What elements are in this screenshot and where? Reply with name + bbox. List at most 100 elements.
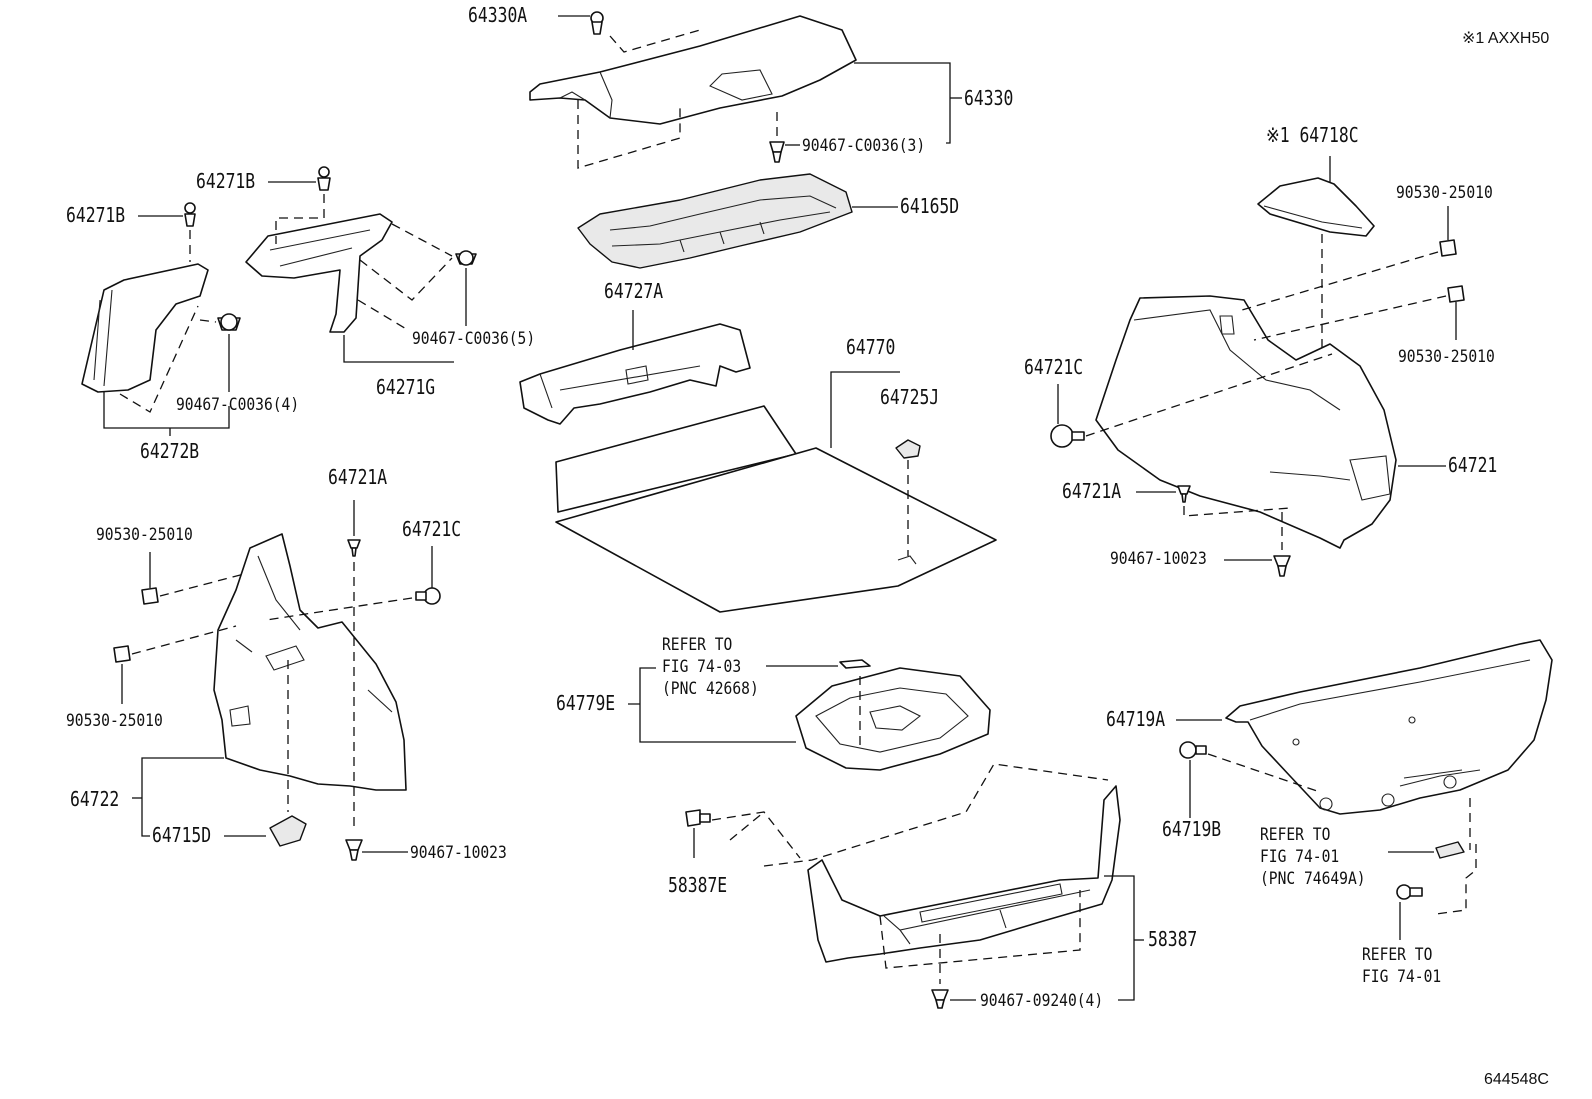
part-refer-fig-74-01-part-a[interactable] [1435, 841, 1465, 859]
part-90467-10023-clip-right[interactable] [1273, 555, 1291, 577]
part-64725j-fastener[interactable] [895, 439, 921, 459]
part-90467-c0036-clip-5[interactable] [455, 250, 477, 266]
mat-hole [897, 555, 917, 565]
label-64719b: 64719B [1162, 819, 1221, 842]
part-90467-09240-clip[interactable] [931, 989, 949, 1009]
label-64271b-upper: 64271B [196, 171, 255, 194]
label-64165d: 64165D [900, 196, 959, 219]
bracket-64272b [103, 392, 230, 429]
part-64721-quarter-trim[interactable] [1095, 295, 1397, 549]
label-64272b: 64272B [140, 441, 199, 464]
part-90530-25010-clip-lower-left[interactable] [113, 645, 131, 663]
bracket-64271g [343, 335, 454, 363]
dash-64272b [119, 305, 217, 413]
part-64330-package-tray-trim[interactable] [529, 15, 857, 125]
part-64719b-clip[interactable] [1179, 741, 1207, 759]
label-refer-74-01a-line2: FIG 74-01 [1260, 846, 1339, 866]
label-64721a-right: 64721A [1062, 481, 1121, 504]
part-64271b-clip-left[interactable] [184, 202, 196, 227]
label-64271g: 64271G [376, 377, 435, 400]
label-64715d: 64715D [152, 825, 211, 848]
part-64722-quarter-trim[interactable] [213, 533, 407, 791]
label-58387e: 58387E [668, 875, 727, 898]
part-58387e-clip[interactable] [685, 809, 711, 827]
part-90467-c0036-clip-4[interactable] [217, 313, 241, 331]
label-refer-74-01b-line2: FIG 74-01 [1362, 966, 1441, 986]
dash-90530-right-b [1253, 295, 1447, 341]
part-refer-fig-74-01-part-b[interactable] [1396, 884, 1423, 900]
part-64715d-pad[interactable] [269, 815, 307, 847]
part-64719a-lid-trim[interactable] [1225, 639, 1553, 815]
label-64721: 64721 [1448, 455, 1497, 478]
part-90467-c0036-clip-top[interactable] [769, 141, 785, 163]
part-64165d-panel[interactable] [577, 173, 853, 269]
part-58387-sill-plate[interactable] [807, 785, 1121, 963]
part-64271g-trim[interactable] [245, 213, 393, 333]
model-note: ※1 AXXH50 [1462, 30, 1549, 47]
part-64721c-clip-left[interactable] [415, 587, 441, 605]
part-64727a-cover[interactable] [519, 323, 751, 425]
label-64725j: 64725J [880, 387, 939, 410]
label-64721c-left: 64721C [402, 519, 461, 542]
label-90467-10023-left: 90467-10023 [410, 842, 507, 862]
part-64272b-side-trim[interactable] [81, 263, 209, 393]
label-64721a-left: 64721A [328, 467, 387, 490]
label-90467-10023-right: 90467-10023 [1110, 548, 1207, 568]
label-64722: 64722 [70, 789, 119, 812]
label-refer-74-03-line2: FIG 74-03 [662, 656, 741, 676]
dash-64271b-upper [275, 194, 325, 244]
label-64770: 64770 [846, 337, 895, 360]
part-64721c-clip-right[interactable] [1050, 424, 1085, 448]
part-64721a-clip-left[interactable] [347, 539, 361, 557]
dash-90530-right-a [1241, 251, 1439, 311]
label-90530-25010-upper-left: 90530-25010 [96, 524, 193, 544]
part-90530-25010-clip-upper-left[interactable] [141, 587, 159, 605]
part-64721a-clip-right[interactable] [1177, 485, 1191, 503]
part-64330a-clip[interactable] [590, 11, 604, 35]
part-64271b-clip-upper[interactable] [317, 166, 331, 191]
dash-64271g-clips [357, 223, 453, 331]
part-90530-25010-clip-right-b[interactable] [1447, 285, 1465, 303]
dash-90530-upper-left [159, 573, 245, 597]
label-refer-74-03-line3: (PNC 42668) [662, 678, 759, 698]
dash-58387-lower [879, 890, 1081, 969]
dash-90530-lower-left [131, 625, 237, 655]
label-refer-74-01a-line3: (PNC 74649A) [1260, 868, 1366, 888]
label-90467-c0036-4: 90467-C0036(4) [176, 394, 299, 414]
dash-64721a-right [1183, 506, 1291, 517]
label-64330: 64330 [964, 88, 1013, 111]
dash-58387e [711, 763, 1109, 867]
label-refer-74-01a-line1: REFER TO [1260, 824, 1330, 844]
bracket-64770 [830, 371, 900, 448]
dash-64721c-right [1085, 353, 1333, 437]
label-90467-c0036-3: 90467-C0036(3) [802, 135, 925, 155]
dash-64719b [1207, 753, 1321, 793]
label-64271b-left: 64271B [66, 205, 125, 228]
label-90530-25010-lower-left: 90530-25010 [66, 710, 163, 730]
bracket-64779e [628, 667, 796, 743]
illustration-number: 644548C [1484, 1071, 1549, 1088]
dash-64330-bottom [577, 100, 681, 169]
bracket-64722 [141, 757, 224, 837]
label-90467-c0036-5: 90467-C0036(5) [412, 328, 535, 348]
label-90530-25010-right-b: 90530-25010 [1398, 346, 1495, 366]
part-64779e-tray[interactable] [795, 667, 991, 771]
dash-64721c-left [265, 597, 413, 621]
part-90530-25010-clip-right-a[interactable] [1439, 239, 1457, 257]
label-64727a: 64727A [604, 281, 663, 304]
label-64330a: 64330A [468, 5, 527, 28]
part-90467-10023-clip-left[interactable] [345, 839, 363, 861]
part-64718c-cover[interactable] [1257, 177, 1375, 237]
part-refer-fig-74-03-piece[interactable] [839, 659, 871, 669]
label-90467-09240-4: 90467-09240(4) [980, 990, 1103, 1010]
label-64721c-right: 64721C [1024, 357, 1083, 380]
part-64770-floor-mat[interactable] [555, 405, 997, 613]
dash-64330a [609, 29, 701, 53]
bracket-58387 [1104, 875, 1135, 1001]
label-90530-25010-right-a: 90530-25010 [1396, 182, 1493, 202]
bracket-64330 [854, 62, 951, 144]
label-refer-74-03-line1: REFER TO [662, 634, 732, 654]
dash-refer-74-01 [1435, 798, 1477, 915]
